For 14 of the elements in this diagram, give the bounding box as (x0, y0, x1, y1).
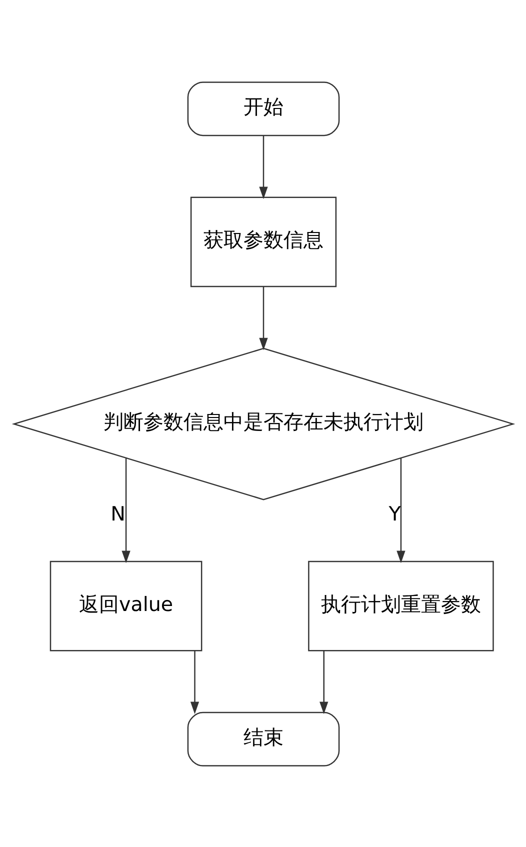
arrow (190, 650, 199, 714)
arrow (121, 458, 130, 563)
node-box: 开始 (186, 81, 340, 136)
arrow (258, 135, 268, 199)
node-box: 返回value (49, 560, 202, 651)
node-diamond: 判断参数信息中是否存在未执行计划 (11, 347, 515, 500)
node-box: 执行计划重置参数 (308, 560, 494, 651)
arrow (396, 458, 405, 563)
arrow (319, 650, 328, 714)
edge-label: Y (388, 502, 400, 526)
edge-label: N (110, 502, 125, 526)
node-box: 获取参数信息 (190, 196, 336, 287)
arrow (258, 286, 268, 350)
node-box: 结束 (186, 711, 340, 766)
